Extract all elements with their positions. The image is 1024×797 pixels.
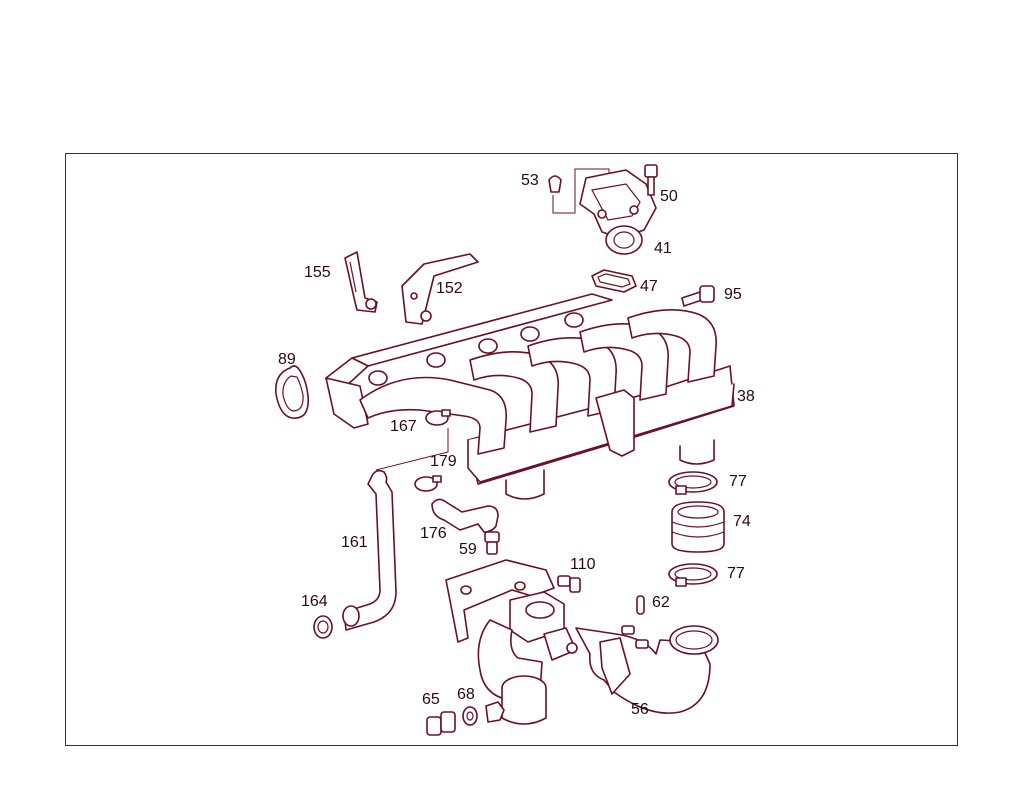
part-labels: 53 50 41 47 95 155 152 89 38 167 179 77 …	[278, 172, 755, 718]
label-53: 53	[521, 172, 539, 189]
part-50-bolt	[644, 164, 658, 196]
label-68: 68	[457, 686, 475, 703]
part-small-nut	[621, 625, 649, 649]
part-56-intake-elbow	[445, 559, 719, 725]
part-38-intake-manifold	[325, 293, 735, 500]
label-89: 89	[278, 351, 296, 368]
part-164-clamp	[313, 615, 333, 639]
part-74-boot	[671, 501, 725, 553]
label-50: 50	[660, 188, 678, 205]
label-164: 164	[301, 593, 328, 610]
label-56: 56	[631, 701, 649, 718]
part-41-housing	[579, 169, 657, 255]
label-47: 47	[640, 278, 658, 295]
part-89-gasket	[274, 365, 309, 419]
part-167-clamp	[375, 409, 451, 471]
label-62: 62	[652, 594, 670, 611]
part-155-bracket	[344, 251, 378, 313]
part-161-hose	[342, 469, 397, 631]
part-77-clamp-upper	[668, 471, 718, 495]
part-62-pin	[636, 595, 645, 615]
part-59-plug	[484, 531, 500, 555]
part-179-clamp	[414, 475, 442, 492]
label-161: 161	[341, 534, 368, 551]
label-74: 74	[733, 513, 751, 530]
part-152-bracket	[401, 253, 479, 325]
label-77-lower: 77	[727, 565, 745, 582]
label-167: 167	[390, 418, 417, 435]
part-176-hose	[431, 498, 499, 533]
diagram-frame	[65, 153, 958, 746]
part-68-washer	[462, 701, 505, 726]
label-110: 110	[570, 556, 596, 573]
part-77-clamp-lower	[668, 563, 718, 587]
label-65: 65	[422, 691, 440, 708]
part-110-bolt	[557, 575, 581, 593]
part-53-seal	[548, 168, 610, 214]
label-152: 152	[436, 280, 463, 297]
part-95-screw	[681, 285, 715, 307]
label-155: 155	[304, 264, 331, 281]
label-176: 176	[420, 525, 447, 542]
label-38: 38	[737, 388, 755, 405]
label-179: 179	[430, 453, 457, 470]
label-77-upper: 77	[729, 473, 747, 490]
part-65-fitting	[426, 711, 456, 736]
part-47-gasket	[591, 269, 637, 293]
label-95: 95	[724, 286, 742, 303]
label-41: 41	[654, 240, 672, 257]
label-59: 59	[459, 541, 477, 558]
